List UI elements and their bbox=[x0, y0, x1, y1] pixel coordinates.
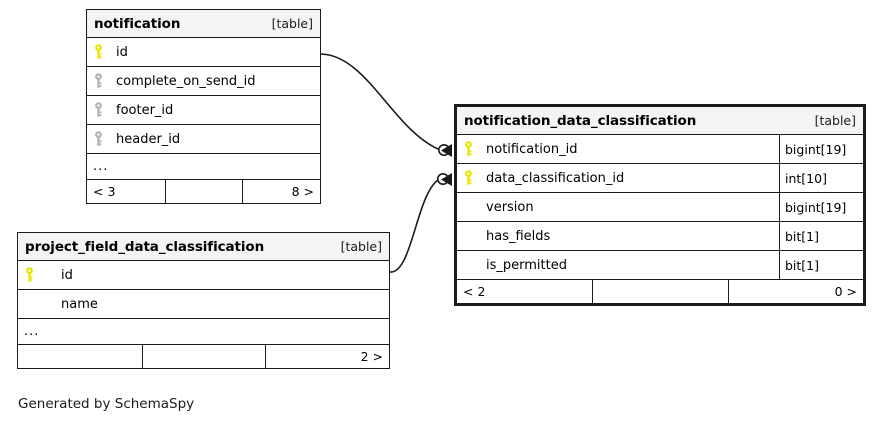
column-name: complete_on_send_id bbox=[116, 73, 256, 89]
table-footer: 2 > bbox=[18, 345, 389, 368]
column-row[interactable]: has_fields bit[1] bbox=[457, 222, 863, 251]
table-title: project_field_data_classification bbox=[25, 238, 265, 255]
footer-spacer bbox=[164, 180, 243, 203]
table-type-tag: [table] bbox=[271, 16, 313, 31]
table-footer: < 3 8 > bbox=[87, 180, 320, 203]
column-name-cell: id bbox=[18, 261, 389, 289]
column-type: bit[1] bbox=[779, 251, 863, 279]
column-row[interactable]: is_permitted bit[1] bbox=[457, 251, 863, 280]
table-title: notification_data_classification bbox=[464, 112, 697, 129]
foreign-key-icon bbox=[94, 73, 116, 89]
outgoing-relationship-count: 0 > bbox=[727, 280, 863, 303]
cardinality-many-marker bbox=[441, 173, 452, 186]
incoming-relationship-count bbox=[18, 345, 142, 368]
column-name-cell: header_id bbox=[87, 125, 320, 153]
incoming-relationship-count: < 2 bbox=[463, 284, 486, 299]
more-columns-indicator: ... bbox=[18, 319, 389, 345]
primary-key-icon bbox=[25, 267, 61, 283]
no-key-spacer bbox=[464, 257, 486, 273]
column-name-cell: notification_id bbox=[457, 135, 779, 163]
column-type: bigint[19] bbox=[779, 135, 863, 163]
primary-key-icon bbox=[464, 141, 486, 157]
no-key-spacer bbox=[464, 228, 486, 244]
table-type-tag: [table] bbox=[814, 113, 856, 128]
more-columns-indicator: ... bbox=[87, 154, 320, 180]
column-name: is_permitted bbox=[486, 257, 567, 273]
table-footer: < 2 0 > bbox=[457, 280, 863, 303]
table-header-project-field-data-classification: project_field_data_classification [table… bbox=[18, 233, 389, 261]
column-row[interactable]: footer_id bbox=[87, 96, 320, 125]
column-name: has_fields bbox=[486, 228, 551, 244]
column-name: footer_id bbox=[116, 102, 174, 118]
primary-key-icon bbox=[464, 170, 486, 186]
column-type: bigint[19] bbox=[779, 193, 863, 221]
table-project-field-data-classification[interactable]: project_field_data_classification [table… bbox=[17, 232, 390, 369]
column-row[interactable]: header_id bbox=[87, 125, 320, 154]
column-name-cell: is_permitted bbox=[457, 251, 779, 279]
column-row[interactable]: name bbox=[18, 290, 389, 319]
column-name-cell: has_fields bbox=[457, 222, 779, 250]
table-title: notification bbox=[94, 15, 181, 32]
column-type: int[10] bbox=[779, 164, 863, 192]
table-notification[interactable]: notification [table] id bbox=[86, 9, 321, 204]
column-name-cell: complete_on_send_id bbox=[87, 67, 320, 95]
column-name-cell: footer_id bbox=[87, 96, 320, 124]
relationship-pfdc-to-ndc[interactable] bbox=[389, 173, 452, 273]
table-header-notification: notification [table] bbox=[87, 10, 320, 38]
cardinality-many-marker bbox=[441, 144, 452, 157]
column-name-cell: id bbox=[87, 38, 320, 66]
no-key-spacer bbox=[464, 199, 486, 215]
column-name-cell: version bbox=[457, 193, 779, 221]
cardinality-zero-marker bbox=[436, 173, 449, 186]
column-name: name bbox=[61, 296, 98, 312]
column-name: header_id bbox=[116, 131, 181, 147]
cardinality-zero-marker bbox=[437, 144, 450, 157]
column-row[interactable]: data_classification_id int[10] bbox=[457, 164, 863, 193]
incoming-relationship-count: < 3 bbox=[93, 184, 116, 199]
column-row[interactable]: version bigint[19] bbox=[457, 193, 863, 222]
footer-spacer bbox=[592, 280, 727, 303]
relationship-notification-to-ndc[interactable] bbox=[319, 53, 452, 157]
column-name: id bbox=[61, 267, 73, 283]
column-row[interactable]: complete_on_send_id bbox=[87, 67, 320, 96]
generated-by-caption: Generated by SchemaSpy bbox=[18, 396, 195, 412]
table-header-notification-data-classification: notification_data_classification [table] bbox=[457, 107, 863, 135]
column-row[interactable]: id bbox=[18, 261, 389, 290]
table-notification-data-classification[interactable]: notification_data_classification [table]… bbox=[454, 104, 866, 306]
footer-spacer bbox=[141, 345, 266, 368]
foreign-key-icon bbox=[94, 102, 116, 118]
column-row[interactable]: id bbox=[87, 38, 320, 67]
column-row[interactable]: notification_id bigint[19] bbox=[457, 135, 863, 164]
primary-key-icon bbox=[94, 44, 116, 60]
foreign-key-icon bbox=[94, 131, 116, 147]
column-name: notification_id bbox=[486, 141, 578, 157]
column-name: version bbox=[486, 199, 534, 215]
column-name-cell: name bbox=[18, 290, 389, 318]
column-name: id bbox=[116, 44, 128, 60]
no-key-spacer bbox=[25, 296, 61, 312]
outgoing-relationship-count: 8 > bbox=[242, 180, 320, 203]
outgoing-relationship-count: 2 > bbox=[265, 345, 389, 368]
column-name: data_classification_id bbox=[486, 170, 625, 186]
column-name-cell: data_classification_id bbox=[457, 164, 779, 192]
table-type-tag: [table] bbox=[340, 239, 382, 254]
column-type: bit[1] bbox=[779, 222, 863, 250]
